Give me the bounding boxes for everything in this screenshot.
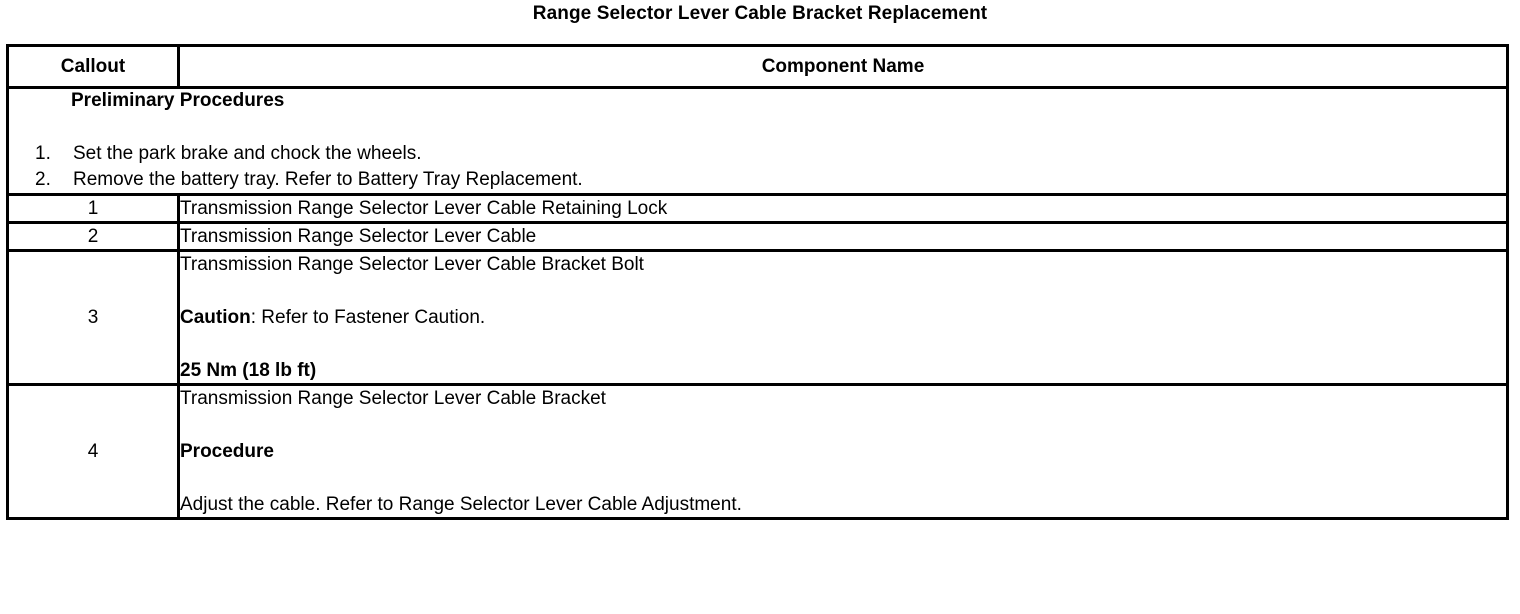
caution-label: Caution [180,307,251,328]
table-header: Callout Component Name [6,44,1509,89]
table-header-row: Callout Component Name [6,44,1509,89]
table-row: 4 Transmission Range Selector Lever Cabl… [6,383,1509,520]
callout-number: 2 [6,221,180,252]
caution-note: Caution: Refer to Fastener Caution. [180,305,1506,330]
column-header-component-name: Component Name [177,44,1509,89]
list-item-number: 1. [35,143,51,164]
component-name-text: Transmission Range Selector Lever Cable [180,226,537,247]
preliminary-procedures-row: Preliminary Procedures 1. Set the park br… [6,86,1509,196]
list-item-text: Set the park brake and chock the wheels. [73,143,422,164]
caution-text: : Refer to Fastener Caution. [250,307,486,328]
list-item-text: Remove the battery tray. Refer to Batter… [73,169,583,190]
component-name-cell: Transmission Range Selector Lever Cable … [177,383,1509,520]
preliminary-procedures-cell: Preliminary Procedures 1. Set the park br… [6,86,1509,196]
component-name-text: Transmission Range Selector Lever Cable … [180,254,644,275]
procedure-label: Procedure [180,441,274,462]
table-body: Preliminary Procedures 1. Set the park br… [6,86,1509,520]
component-name-cell: Transmission Range Selector Lever Cable [177,221,1509,252]
callout-table-container: Callout Component Name Preliminary Proce… [6,44,1509,520]
table-row: 1 Transmission Range Selector Lever Cabl… [6,193,1509,224]
callout-table: Callout Component Name Preliminary Proce… [6,44,1509,520]
preliminary-procedures-list: 1. Set the park brake and chock the wheel… [9,141,1506,193]
preliminary-procedures-heading: Preliminary Procedures [71,90,285,111]
component-name-cell: Transmission Range Selector Lever Cable … [177,249,1509,386]
table-row: 3 Transmission Range Selector Lever Cabl… [6,249,1509,386]
column-header-callout: Callout [6,44,180,89]
component-name-text: Transmission Range Selector Lever Cable … [180,388,606,409]
callout-number: 1 [6,193,180,224]
component-name-cell: Transmission Range Selector Lever Cable … [177,193,1509,224]
component-name-text: Transmission Range Selector Lever Cable … [180,198,668,219]
procedure-text: Adjust the cable. Refer to Range Selecto… [180,494,742,515]
list-item-number: 2. [35,169,51,190]
table-row: 2 Transmission Range Selector Lever Cabl… [6,221,1509,252]
callout-number: 4 [6,383,180,520]
torque-specification: 25 Nm (18 lb ft) [180,360,317,381]
page-title: Range Selector Lever Cable Bracket Repla… [532,3,988,24]
callout-number: 3 [6,249,180,386]
list-item: 2. Remove the battery tray. Refer to Batt… [9,167,1506,193]
list-item: 1. Set the park brake and chock the wheel… [9,141,1506,167]
